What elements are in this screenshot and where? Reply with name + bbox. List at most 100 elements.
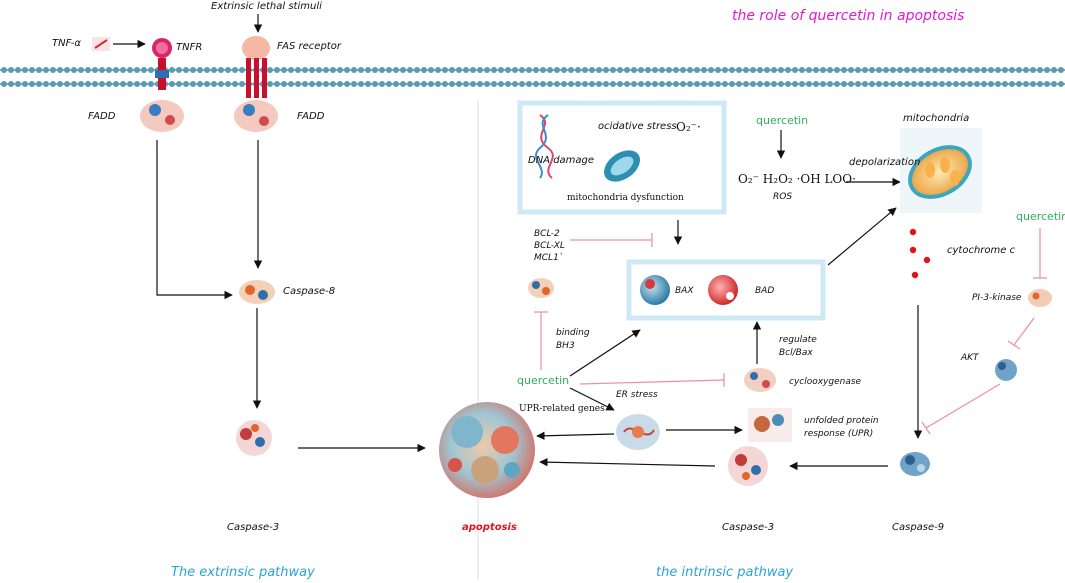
membrane-bead: [358, 81, 364, 87]
fadd-right-label: FADD: [297, 111, 325, 122]
bcl2-label: BCL-2: [534, 229, 560, 239]
membrane-bead: [442, 67, 448, 73]
membrane-bead: [953, 67, 959, 73]
cell-membrane: [0, 67, 1065, 87]
membrane-bead: [281, 81, 287, 87]
caspase3-left-protein-icon: [236, 420, 272, 456]
membrane-bead: [344, 67, 350, 73]
membrane-bead: [631, 81, 637, 87]
membrane-bead: [715, 67, 721, 73]
membrane-bead: [673, 81, 679, 87]
membrane-bead: [92, 81, 98, 87]
membrane-bead: [708, 81, 714, 87]
membrane-bead: [610, 81, 616, 87]
membrane-bead: [309, 81, 315, 87]
membrane-bead: [8, 67, 14, 73]
depolarization-label: depolarization: [849, 157, 921, 168]
membrane-bead: [498, 81, 504, 87]
membrane-bead: [498, 67, 504, 73]
membrane-bead: [491, 81, 497, 87]
membrane-bead: [925, 67, 931, 73]
membrane-bead: [15, 81, 21, 87]
membrane-bead: [106, 67, 112, 73]
membrane-bead: [232, 81, 238, 87]
membrane-bead: [435, 81, 441, 87]
membrane-bead: [1002, 81, 1008, 87]
membrane-bead: [540, 81, 546, 87]
bh3-label: BH3: [556, 341, 575, 351]
membrane-bead: [1016, 67, 1022, 73]
membrane-bead: [736, 81, 742, 87]
mitochondria-icon: [900, 128, 982, 213]
membrane-bead: [484, 81, 490, 87]
membrane-bead: [491, 67, 497, 73]
membrane-bead: [29, 81, 35, 87]
membrane-bead: [211, 67, 217, 73]
membrane-bead: [911, 81, 917, 87]
membrane-bead: [1009, 81, 1015, 87]
tnf-alpha-label: TNF-α: [52, 38, 81, 49]
membrane-bead: [960, 81, 966, 87]
membrane-bead: [148, 67, 154, 73]
membrane-bead: [225, 81, 231, 87]
membrane-bead: [953, 81, 959, 87]
membrane-bead: [687, 81, 693, 87]
membrane-bead: [589, 67, 595, 73]
membrane-bead: [533, 81, 539, 87]
membrane-bead: [323, 81, 329, 87]
membrane-bead: [701, 81, 707, 87]
membrane-bead: [617, 81, 623, 87]
membrane-bead: [85, 81, 91, 87]
membrane-bead: [988, 67, 994, 73]
caspase9-protein-icon: [900, 452, 930, 476]
membrane-bead: [1030, 67, 1036, 73]
bax-protein-icon: [640, 275, 670, 305]
membrane-bead: [547, 81, 553, 87]
membrane-bead: [589, 81, 595, 87]
membrane-bead: [981, 81, 987, 87]
membrane-bead: [211, 81, 217, 87]
membrane-bead: [561, 67, 567, 73]
membrane-bead: [512, 81, 518, 87]
membrane-bead: [792, 67, 798, 73]
membrane-bead: [582, 81, 588, 87]
tnfr-label: TNFR: [176, 42, 203, 53]
membrane-bead: [834, 67, 840, 73]
membrane-bead: [680, 81, 686, 87]
membrane-bead: [1030, 81, 1036, 87]
membrane-bead: [148, 81, 154, 87]
membrane-bead: [750, 67, 756, 73]
membrane-bead: [869, 81, 875, 87]
membrane-bead: [771, 81, 777, 87]
membrane-bead: [29, 67, 35, 73]
membrane-bead: [127, 81, 133, 87]
membrane-bead: [659, 67, 665, 73]
membrane-bead: [176, 81, 182, 87]
membrane-bead: [421, 81, 427, 87]
pi3k-icon: [1028, 289, 1052, 307]
membrane-bead: [15, 67, 21, 73]
membrane-bead: [890, 81, 896, 87]
membrane-bead: [120, 67, 126, 73]
bad-protein-icon: [708, 275, 738, 305]
caspase3-left-label: Caspase-3: [227, 522, 280, 533]
membrane-bead: [1002, 67, 1008, 73]
membrane-bead: [918, 67, 924, 73]
pi3k-label: PI-3-kinase: [972, 293, 1022, 303]
membrane-bead: [862, 81, 868, 87]
membrane-bead: [22, 81, 28, 87]
upr-icon: [748, 408, 792, 442]
apoptosis-cell-icon: [439, 402, 535, 498]
membrane-bead: [687, 67, 693, 73]
membrane-bead: [715, 81, 721, 87]
membrane-bead: [232, 67, 238, 73]
bcl-protein-icon: [528, 278, 554, 298]
membrane-bead: [680, 67, 686, 73]
membrane-bead: [904, 67, 910, 73]
membrane-bead: [1051, 67, 1057, 73]
er-stress-label: ER stress: [616, 390, 658, 400]
membrane-bead: [568, 67, 574, 73]
membrane-bead: [372, 81, 378, 87]
membrane-bead: [883, 67, 889, 73]
membrane-bead: [36, 81, 42, 87]
